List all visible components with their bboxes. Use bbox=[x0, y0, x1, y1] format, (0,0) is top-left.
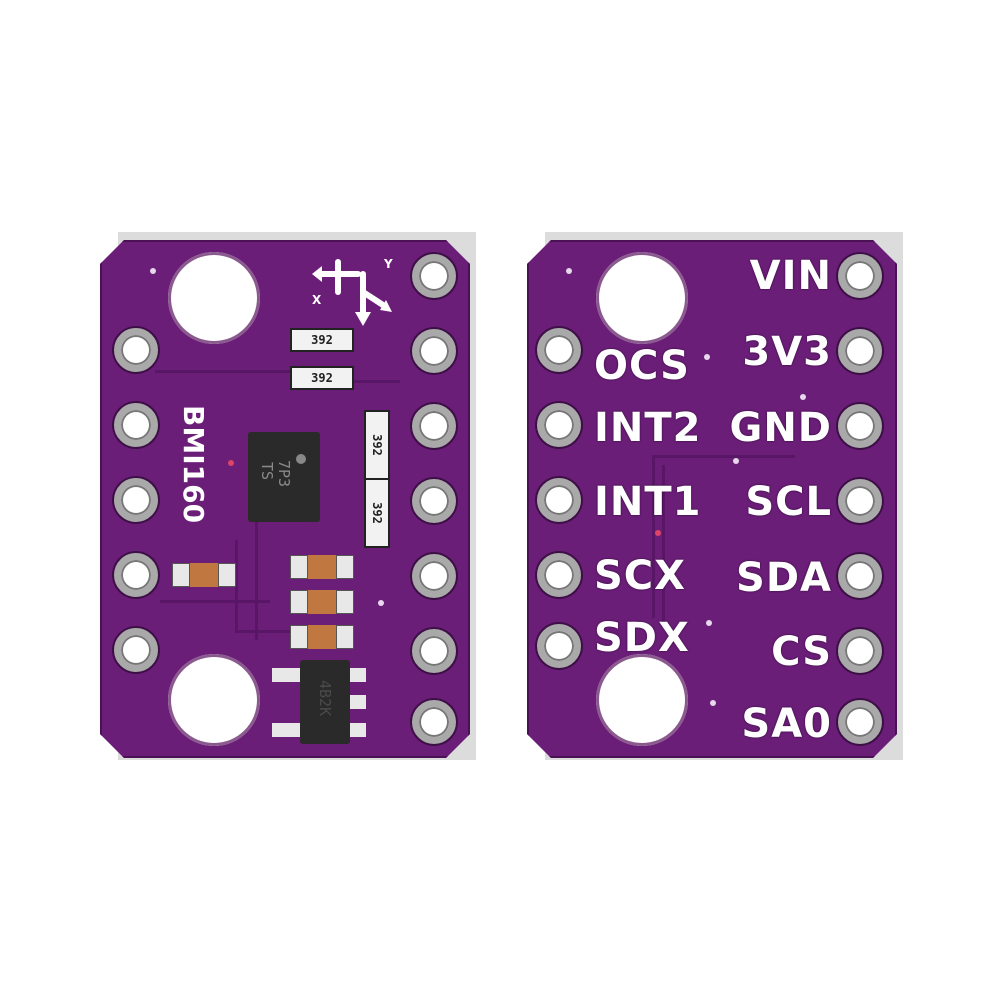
via bbox=[710, 700, 716, 706]
pin-pad-sa0 bbox=[838, 700, 882, 744]
pin-label-cs: CS bbox=[771, 629, 832, 675]
via bbox=[378, 600, 384, 606]
pin-pad-vin bbox=[838, 254, 882, 298]
pin-pad-ocs bbox=[537, 328, 581, 372]
via bbox=[704, 354, 710, 360]
pin-label-gnd: GND bbox=[729, 405, 832, 451]
pin-pad-scl bbox=[838, 479, 882, 523]
resistor: 392 bbox=[290, 366, 354, 390]
regulator-lead bbox=[272, 723, 300, 737]
pin-label-vin: VIN bbox=[749, 253, 832, 299]
pin-pad bbox=[412, 554, 456, 598]
via bbox=[655, 530, 661, 536]
pin-pad bbox=[114, 478, 158, 522]
pin-pad-3v3 bbox=[838, 329, 882, 373]
pin-pad-cs bbox=[838, 629, 882, 673]
pcb-trace bbox=[652, 455, 795, 618]
pcb-trace bbox=[255, 520, 298, 640]
pin-pad bbox=[412, 700, 456, 744]
pcb-trace bbox=[662, 465, 665, 625]
via bbox=[706, 620, 712, 626]
pin-pad-sda bbox=[838, 554, 882, 598]
pin-pad-sdx bbox=[537, 624, 581, 668]
svg-text:X: X bbox=[312, 293, 322, 307]
pin-pad bbox=[114, 553, 158, 597]
svg-text:Y: Y bbox=[383, 257, 393, 271]
regulator-lead bbox=[272, 668, 300, 682]
capacitor bbox=[290, 555, 354, 579]
capacitor bbox=[290, 590, 354, 614]
pin-label-sa0: SA0 bbox=[741, 701, 832, 747]
capacitor bbox=[290, 625, 354, 649]
pcb-trace bbox=[235, 540, 298, 633]
pin-pad-scx bbox=[537, 553, 581, 597]
mounting-hole bbox=[596, 252, 688, 344]
pin-label-3v3: 3V3 bbox=[742, 329, 832, 375]
pin-pad bbox=[412, 254, 456, 298]
via bbox=[150, 268, 156, 274]
resistor-marking: 392 bbox=[311, 371, 333, 385]
resistor-marking: 392 bbox=[311, 333, 333, 347]
regulator-lead bbox=[350, 695, 366, 709]
pin-label-sdx: SDX bbox=[594, 615, 690, 661]
via bbox=[566, 268, 572, 274]
pin-pad bbox=[412, 629, 456, 673]
pin-label-scl: SCL bbox=[745, 479, 832, 525]
resistor: 392 bbox=[364, 478, 390, 548]
regulator-lead bbox=[350, 668, 366, 682]
pin-pad bbox=[412, 404, 456, 448]
pcb-trace bbox=[160, 600, 270, 603]
pin-pad-int1 bbox=[537, 478, 581, 522]
pin-label-scx: SCX bbox=[594, 553, 687, 599]
pin-pad bbox=[412, 329, 456, 373]
bmi160-ic bbox=[248, 432, 320, 522]
pin-label-ocs: OCS bbox=[594, 343, 690, 389]
pin-pad bbox=[114, 328, 158, 372]
mounting-hole bbox=[168, 252, 260, 344]
axis-symbol-icon: X Y bbox=[308, 252, 398, 332]
pin-label-int1: INT1 bbox=[594, 479, 702, 525]
capacitor bbox=[172, 563, 236, 587]
pin1-dot bbox=[296, 454, 306, 464]
back-board bbox=[527, 240, 897, 758]
pcb-trace bbox=[320, 380, 400, 383]
mounting-hole bbox=[596, 654, 688, 746]
via bbox=[228, 460, 234, 466]
pin-pad bbox=[114, 628, 158, 672]
pin-pad bbox=[412, 479, 456, 523]
resistor: 392 bbox=[290, 328, 354, 352]
pin-pad bbox=[114, 403, 158, 447]
via bbox=[800, 394, 806, 400]
pin-label-sda: SDA bbox=[736, 555, 832, 601]
pcb-trace bbox=[155, 370, 315, 373]
pin-pad-gnd bbox=[838, 404, 882, 448]
pin-pad-int2 bbox=[537, 403, 581, 447]
voltage-regulator bbox=[300, 660, 350, 744]
pin-label-int2: INT2 bbox=[594, 405, 702, 451]
regulator-lead bbox=[350, 723, 366, 737]
mounting-hole bbox=[168, 654, 260, 746]
via bbox=[733, 458, 739, 464]
